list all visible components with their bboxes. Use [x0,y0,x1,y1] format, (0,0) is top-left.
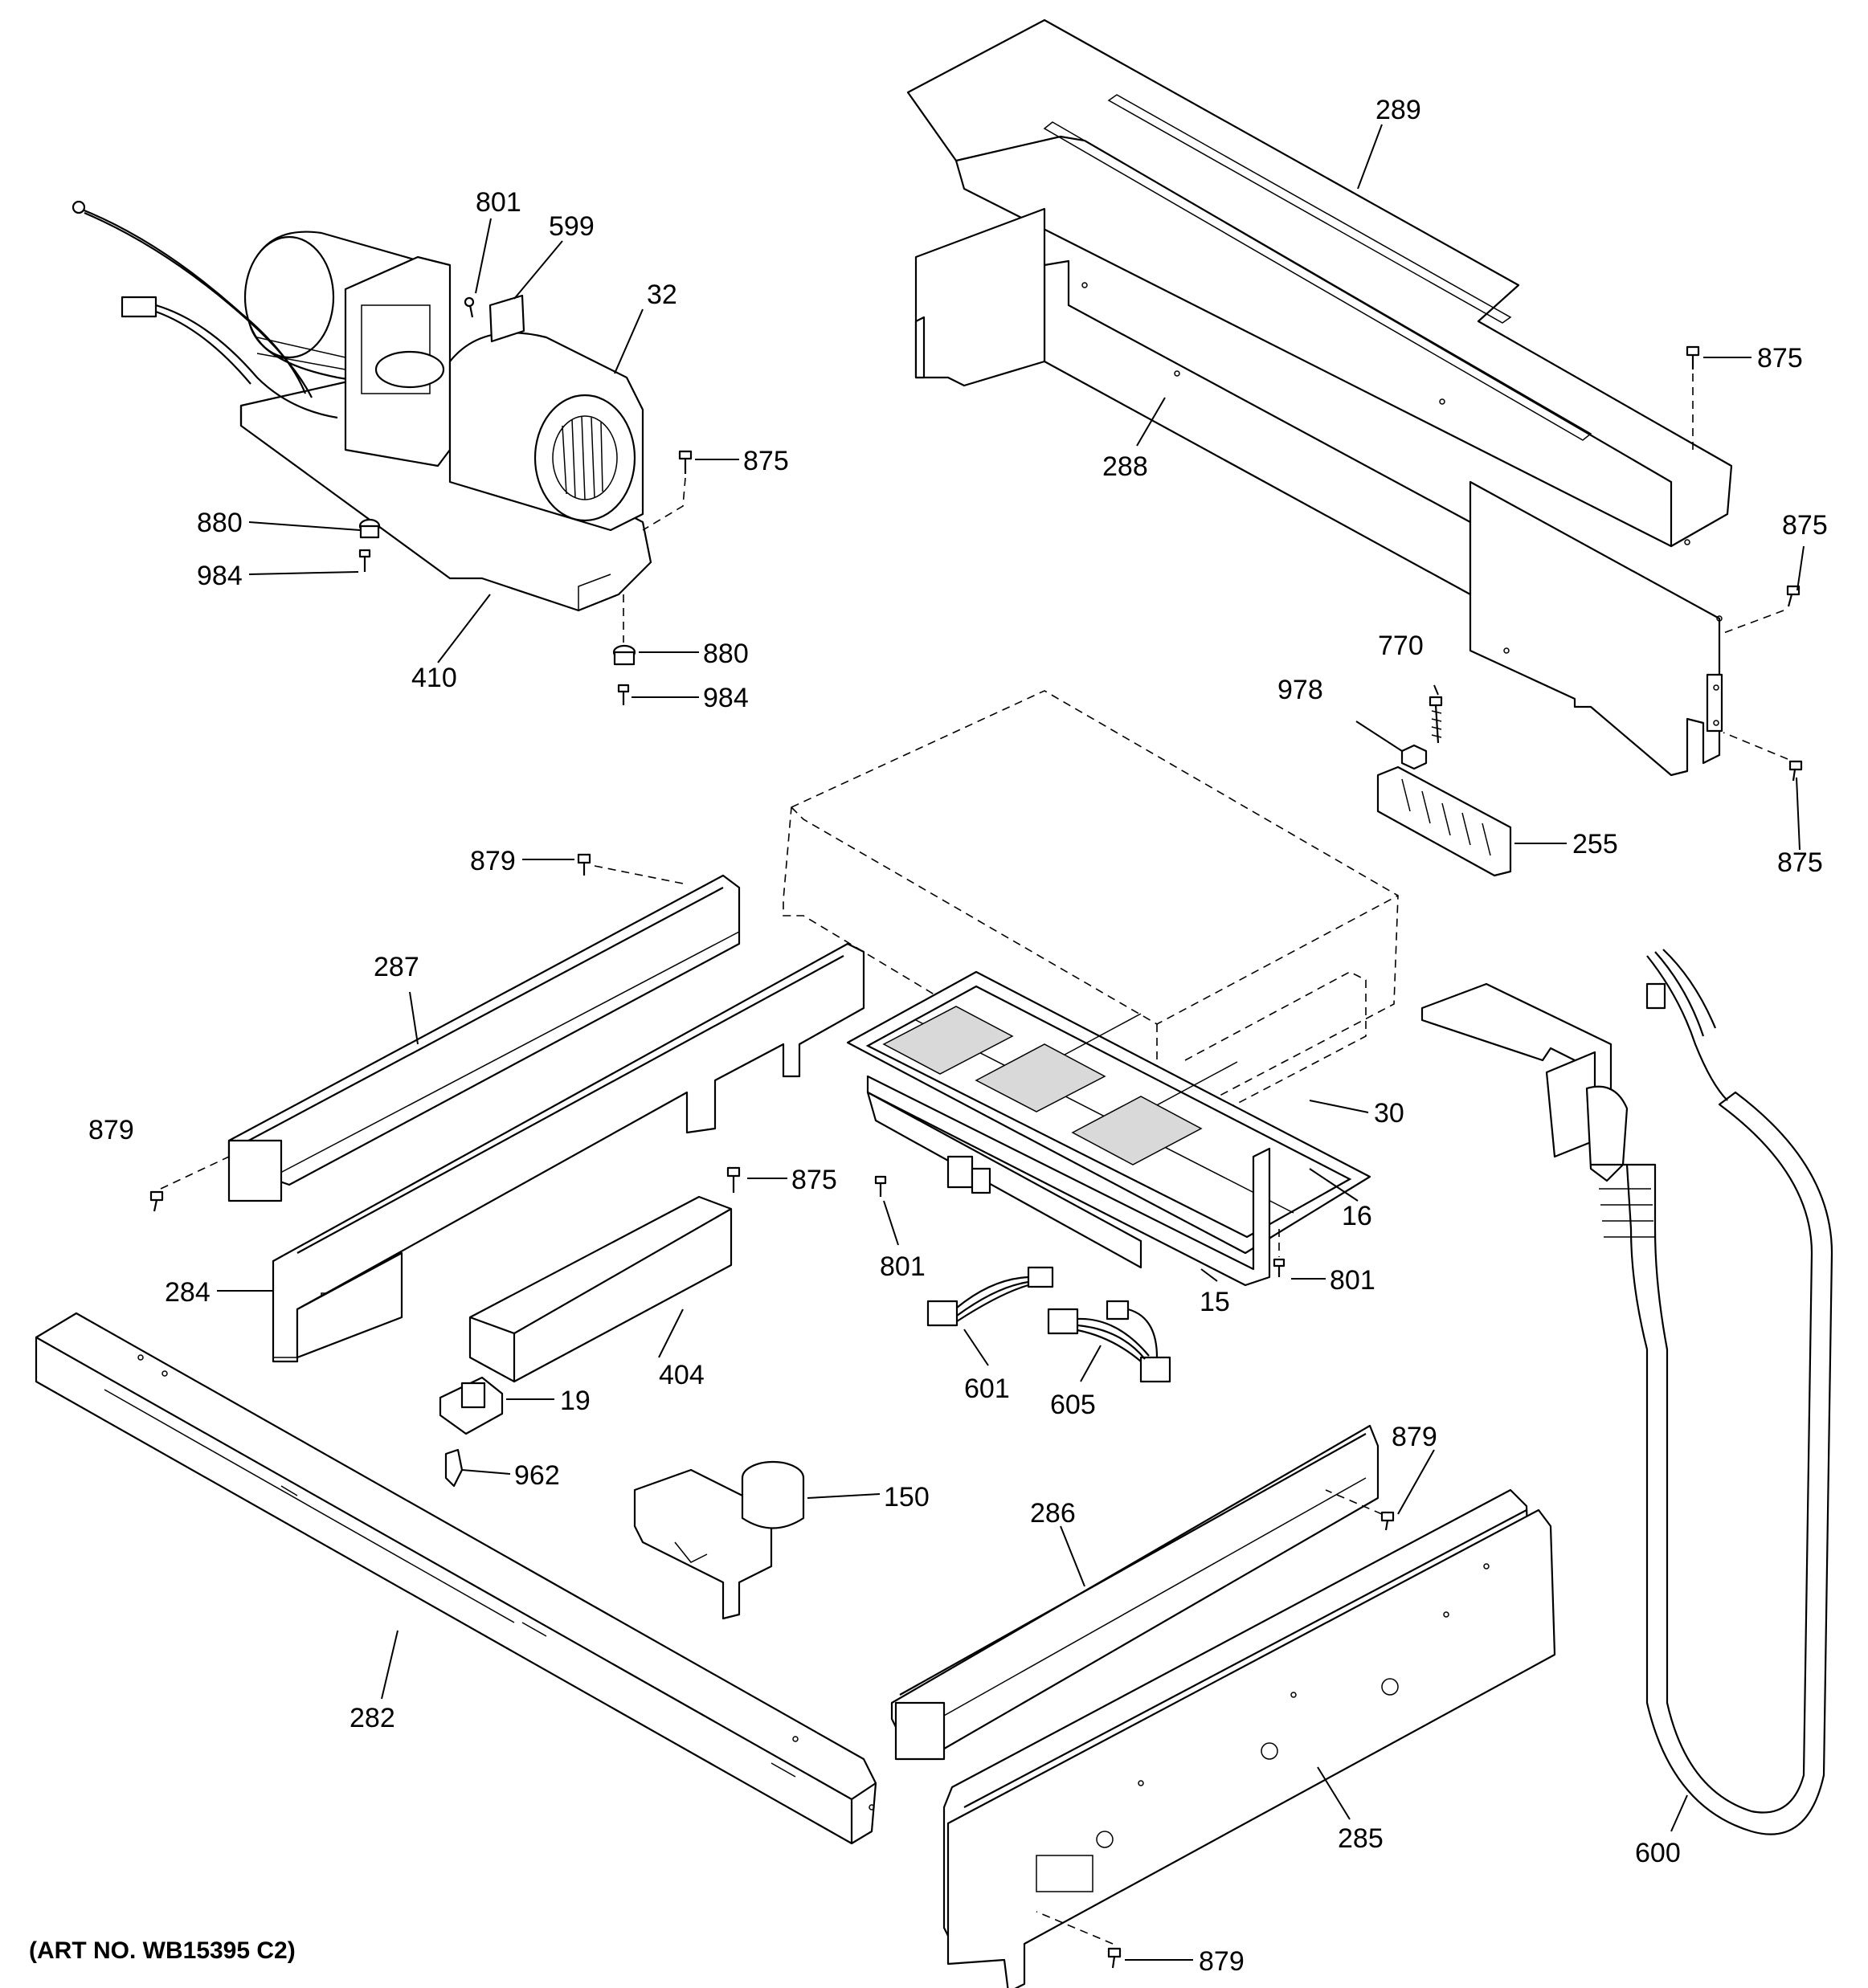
callout-962: 962 [514,1460,560,1491]
callout-875: 875 [743,446,789,476]
callout-880: 880 [197,508,243,538]
callout-879: 879 [1199,1946,1245,1977]
callout-801: 801 [1330,1265,1375,1296]
callout-770: 770 [1378,631,1424,661]
callout-286: 286 [1030,1498,1076,1529]
callout-288: 288 [1102,451,1148,482]
callout-605: 605 [1050,1390,1096,1420]
callout-879: 879 [470,846,516,876]
callout-30: 30 [1374,1098,1404,1129]
right-rails [890,1424,1556,1988]
callout-282: 282 [349,1703,395,1733]
callout-32: 32 [647,280,677,310]
callout-600: 600 [1635,1838,1681,1868]
callout-284: 284 [165,1277,211,1308]
callout-879: 879 [1392,1422,1437,1452]
callout-801: 801 [476,187,521,218]
top-panel-assembly [906,18,1803,782]
callout-410: 410 [411,663,457,693]
callout-880: 880 [703,639,749,669]
callout-984: 984 [197,561,243,591]
callout-601: 601 [964,1374,1010,1404]
leader-lines [217,124,1805,1961]
callout-875: 875 [1777,847,1823,878]
callout-404: 404 [659,1360,705,1390]
callout-15: 15 [1200,1287,1230,1317]
callout-285: 285 [1338,1823,1384,1854]
callout-16: 16 [1342,1201,1372,1231]
callout-19: 19 [560,1386,591,1416]
callout-150: 150 [884,1482,930,1512]
wire-harnesses [926,1266,1171,1383]
callout-984: 984 [703,683,749,713]
terminal-block [1376,696,1512,877]
callout-255: 255 [1572,829,1618,859]
callout-875: 875 [1782,510,1828,541]
callout-289: 289 [1375,95,1421,125]
callout-287: 287 [374,952,419,982]
control-board-assembly [846,970,1371,1287]
left-rails [149,853,865,1383]
callout-labels: 801 599 32 875 880 984 410 880 984 289 8… [88,95,1828,1977]
blower-assembly [72,200,693,705]
power-cord-assembly [1420,949,1833,1835]
callout-978: 978 [1277,675,1323,705]
callout-879: 879 [88,1115,134,1145]
front-trim [35,1312,877,1845]
small-parts [439,1376,805,1620]
callout-801: 801 [880,1251,926,1282]
callout-875: 875 [1757,343,1803,374]
art-number: (ART NO. WB15395 C2) [29,1937,296,1964]
callout-875: 875 [791,1165,837,1195]
callout-599: 599 [549,211,595,242]
